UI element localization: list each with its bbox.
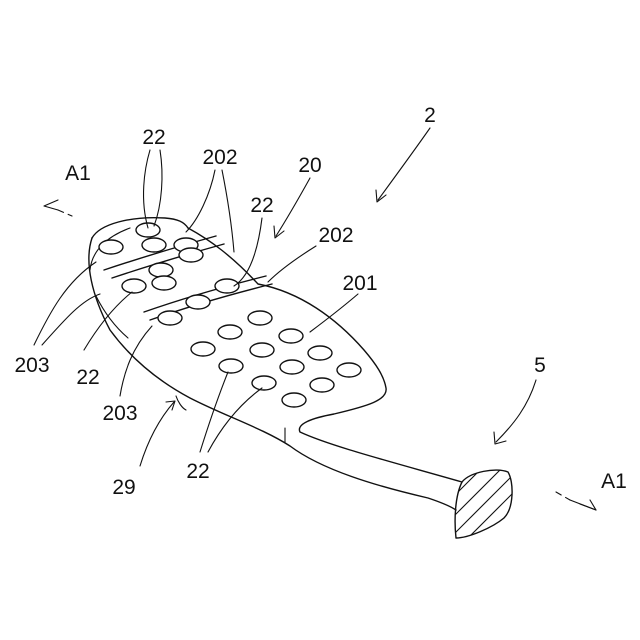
hole <box>308 346 332 360</box>
end-section <box>432 464 526 548</box>
hole <box>252 376 276 390</box>
hole <box>152 276 176 290</box>
label-2: 2 <box>424 104 436 127</box>
body-outline <box>89 218 462 510</box>
hole <box>215 279 239 293</box>
hole <box>337 363 361 377</box>
label-203-lower: 203 <box>102 402 137 425</box>
hole <box>99 240 123 254</box>
hole <box>310 378 334 392</box>
hole <box>279 329 303 343</box>
label-22-mid: 22 <box>250 194 273 217</box>
label-a1-right: A1 <box>601 470 627 493</box>
label-203-left: 203 <box>14 354 49 377</box>
label-5: 5 <box>534 354 546 377</box>
label-202-right: 202 <box>318 224 353 247</box>
label-a1-left: A1 <box>65 162 91 185</box>
label-22-left: 22 <box>76 366 99 389</box>
hole <box>191 342 215 356</box>
hole <box>218 325 242 339</box>
hole <box>219 359 243 373</box>
hole <box>248 311 272 325</box>
hole <box>122 279 146 293</box>
hole <box>282 393 306 407</box>
leader-lines <box>34 128 596 510</box>
label-22-top: 22 <box>142 126 165 149</box>
label-201: 201 <box>342 272 377 295</box>
hole <box>250 343 274 357</box>
suction-holes <box>99 223 361 407</box>
hole <box>136 223 160 237</box>
hole <box>158 311 182 325</box>
label-29: 29 <box>112 476 135 499</box>
hole <box>149 263 173 277</box>
hole <box>142 238 166 252</box>
hole <box>280 360 304 374</box>
label-22-bottom: 22 <box>186 460 209 483</box>
hole <box>186 295 210 309</box>
label-202-upper: 202 <box>202 146 237 169</box>
label-20: 20 <box>298 154 321 177</box>
hole <box>179 248 203 262</box>
